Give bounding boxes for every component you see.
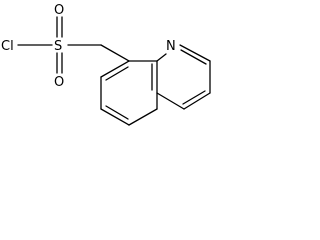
- bond-c8-c7-inner: [105, 66, 129, 81]
- sulfonyl-chloride-group: Cl S O O: [1, 3, 130, 90]
- bond-c8a-n1: [156, 53, 167, 62]
- chemical-structure-diagram: Cl S O O N: [1, 3, 211, 126]
- atom-label-chlorine: Cl: [1, 39, 14, 54]
- bond-c3-c4: [183, 92, 211, 110]
- bond-c3-c4-inner: [182, 90, 206, 105]
- bond-c4-c4a: [156, 92, 185, 110]
- bond-c5-c4a: [128, 108, 158, 126]
- atom-label-nitrogen: N: [166, 39, 176, 54]
- atom-label-oxygen-bottom: O: [54, 75, 64, 90]
- bond-c6-c5-inner: [105, 105, 129, 120]
- bond-n1-c2-inner: [180, 49, 207, 65]
- bond-c8-c7: [100, 60, 130, 78]
- atom-label-oxygen-top: O: [54, 3, 64, 18]
- bond-ch2-c8: [100, 44, 130, 62]
- quinoline-ring-system: N: [100, 39, 211, 126]
- bond-n1-c2: [179, 44, 211, 62]
- atom-label-sulfur: S: [54, 39, 62, 54]
- bond-c6-c5: [100, 108, 130, 126]
